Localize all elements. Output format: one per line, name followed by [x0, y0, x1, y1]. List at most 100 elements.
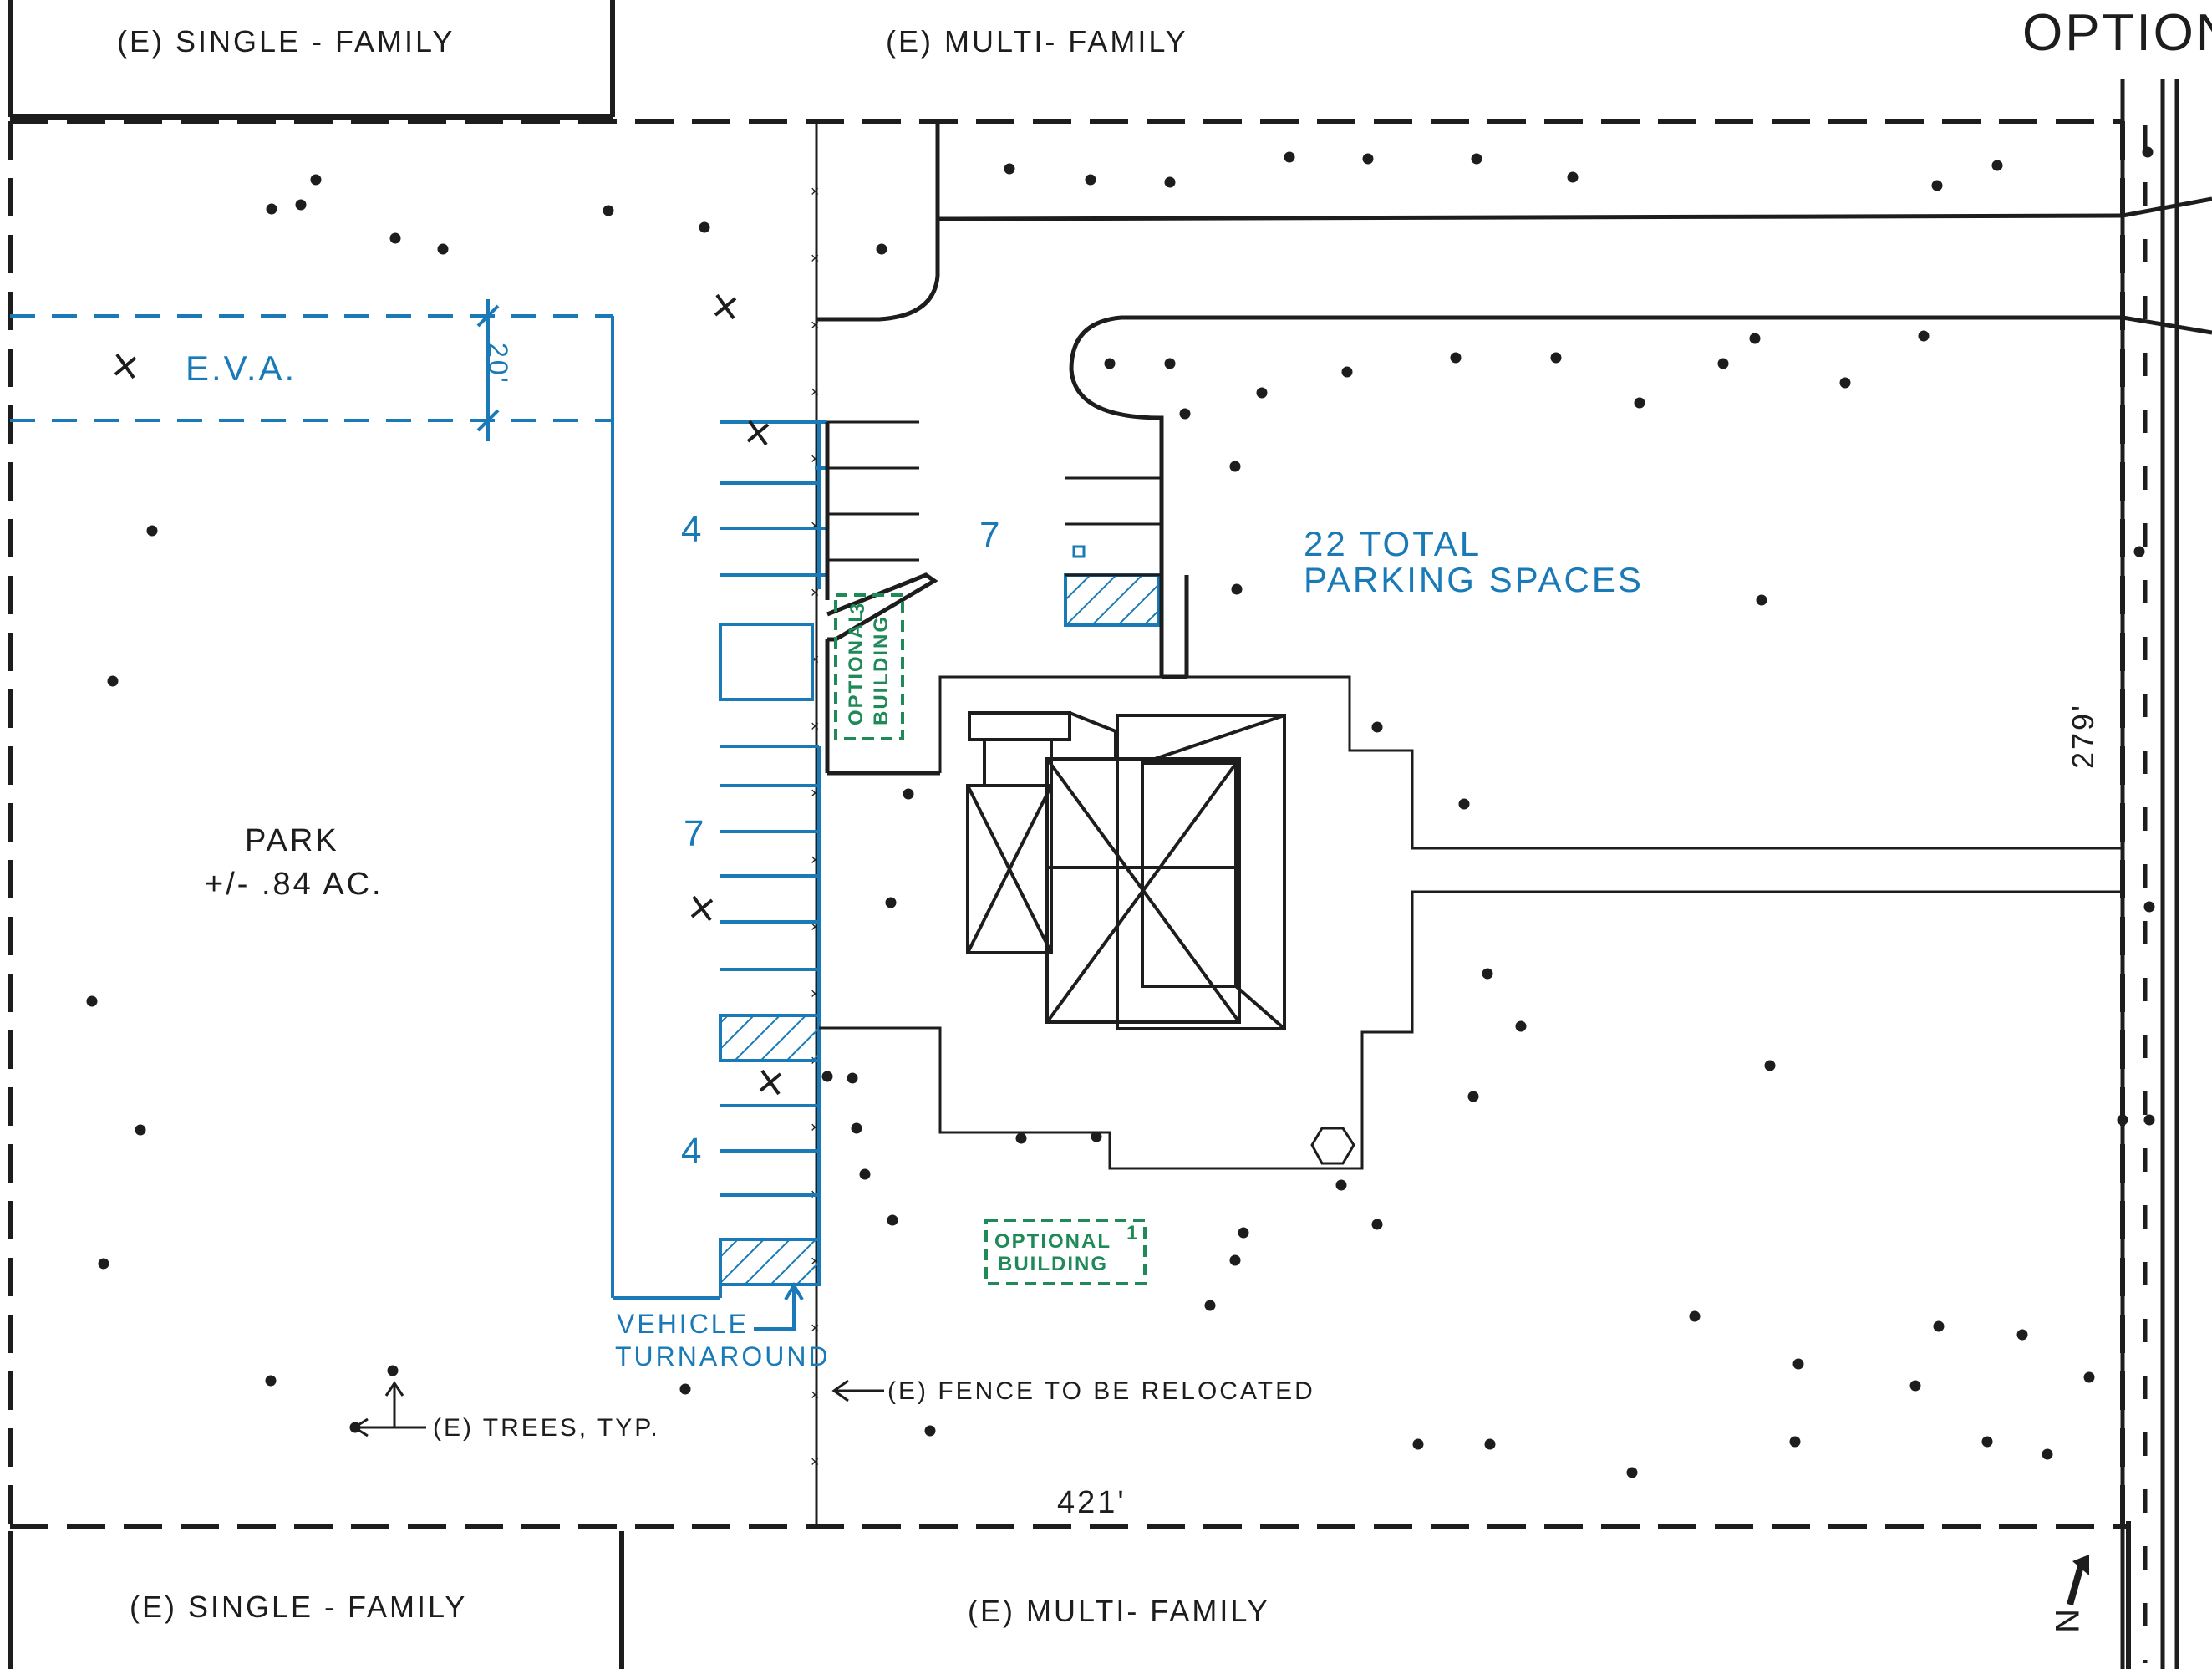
tree-dot	[295, 199, 307, 211]
fence-marker: ×	[811, 918, 820, 935]
fence-marker: ×	[811, 1119, 820, 1136]
tree-dot	[1231, 583, 1243, 595]
sheet-title: OPTION	[2022, 4, 2212, 62]
fence-marker: ×	[811, 852, 820, 868]
optional-building-1-number: 1	[1126, 1222, 1139, 1244]
tree-dot	[1484, 1438, 1496, 1450]
tree-dot	[1689, 1310, 1701, 1322]
tree-dot	[1362, 153, 1374, 165]
tree-dot	[1238, 1227, 1249, 1239]
tree-dot	[1931, 180, 1943, 191]
neighbor-label-top-center: (E) MULTI- FAMILY	[886, 24, 1188, 59]
tree-dot	[1412, 1438, 1424, 1450]
fence-marker: ×	[811, 584, 820, 601]
turnaround-label-line1: VEHICLE	[617, 1309, 749, 1339]
tree-dot	[1515, 1020, 1527, 1032]
tree-dot	[821, 1071, 833, 1082]
tree-dot	[876, 243, 887, 255]
parking-stalls-center	[827, 420, 919, 562]
fence-leader	[831, 1379, 884, 1402]
tree-dot	[1458, 798, 1470, 810]
street-lines	[2120, 79, 2212, 1669]
parking-count-south-west: 4	[681, 1131, 704, 1172]
tree-dot	[1229, 1254, 1241, 1266]
optional-building-3-number: 3	[847, 602, 869, 614]
eva-label: E.V.A.	[186, 349, 297, 388]
tree-dot	[1179, 408, 1191, 420]
tree-dot	[2042, 1448, 2053, 1460]
tree-dot	[1567, 171, 1579, 183]
tree-dot	[887, 1214, 898, 1226]
tree-dot	[2133, 546, 2145, 557]
tree-dot	[2143, 901, 2155, 913]
tree-dot	[2016, 1329, 2028, 1341]
fence-marker: ×	[811, 250, 820, 267]
tree-dot	[310, 174, 322, 186]
tree-dot	[86, 995, 98, 1007]
tree-dot	[1717, 358, 1729, 369]
tree-dot	[1104, 358, 1116, 369]
fence-marker: ×	[811, 1387, 820, 1403]
tree-dot	[437, 243, 449, 255]
fence-marker: ×	[811, 517, 820, 534]
tree-dot	[1164, 358, 1176, 369]
eva-dimension	[476, 299, 500, 441]
tree-removal-x	[759, 1072, 782, 1092]
tree-dot	[847, 1072, 858, 1084]
tree-dot	[1335, 1179, 1347, 1191]
tree-dot	[389, 232, 401, 244]
plaza	[819, 675, 2123, 1170]
tree-dot	[851, 1122, 862, 1134]
tree-dot	[265, 1375, 277, 1387]
tree-dot	[1626, 1467, 1638, 1478]
tree-dot	[1789, 1436, 1801, 1448]
tree-dot	[1991, 160, 2003, 171]
north-arrow-icon	[2067, 1555, 2089, 1606]
optional-building-3	[834, 593, 904, 740]
neighbor-label-top-left: (E) SINGLE - FAMILY	[117, 24, 455, 59]
tree-dot	[2142, 146, 2154, 158]
neighbor-label-bottom-center: (E) MULTI- FAMILY	[968, 1594, 1270, 1628]
tree-dot	[1909, 1380, 1921, 1392]
trees-leader	[351, 1381, 426, 1437]
eva-easement	[10, 314, 613, 422]
fence-marker: ×	[811, 985, 820, 1002]
tree-dot	[1284, 151, 1295, 163]
tree-dot	[859, 1168, 871, 1180]
tree-dot	[1371, 721, 1383, 733]
tree-dot	[1749, 333, 1761, 344]
neighbor-lines	[8, 0, 2131, 1669]
tree-dot	[1015, 1132, 1027, 1144]
neighbor-label-bottom-left: (E) SINGLE - FAMILY	[130, 1590, 467, 1624]
fence-marker: ×	[811, 317, 820, 333]
optional-building-1-line2: BUILDING	[998, 1253, 1108, 1275]
turnaround-label-line2: TURNAROUND	[615, 1341, 831, 1371]
tree-dot	[885, 897, 897, 908]
fence-marker: ×	[811, 384, 820, 400]
tree-dot	[1933, 1320, 1945, 1332]
tree-removal-x	[114, 356, 137, 376]
curbs	[816, 121, 2123, 776]
eva-width-label: 20'	[483, 343, 513, 385]
tree-dot	[679, 1383, 691, 1395]
tree-dot	[1918, 330, 1930, 342]
fence-marker: ×	[811, 183, 820, 200]
trees-note: (E) TREES, TYP.	[433, 1414, 660, 1442]
parking-count-north-center: 7	[979, 515, 1002, 556]
optional-building-3-line1: OPTIONAL	[845, 608, 867, 725]
park-area-label: +/- .84 AC.	[205, 867, 384, 902]
tree-dot	[1634, 397, 1645, 409]
fence-marker: ×	[811, 785, 820, 801]
park-label: PARK	[245, 823, 339, 858]
frontage-dimension: 279'	[2066, 703, 2100, 769]
stall-box-upper	[719, 623, 814, 701]
optional-building-3-line2: BUILDING	[870, 615, 892, 725]
tree-dot	[1450, 352, 1462, 364]
fence-marker: ×	[811, 450, 820, 467]
tree-dot	[2143, 1114, 2155, 1126]
fence-marker: ×	[811, 718, 820, 735]
tree-dot	[1792, 1358, 1804, 1370]
fence-note: (E) FENCE TO BE RELOCATED	[887, 1377, 1315, 1405]
parking-total-line1: 22 TOTAL	[1304, 524, 1482, 563]
